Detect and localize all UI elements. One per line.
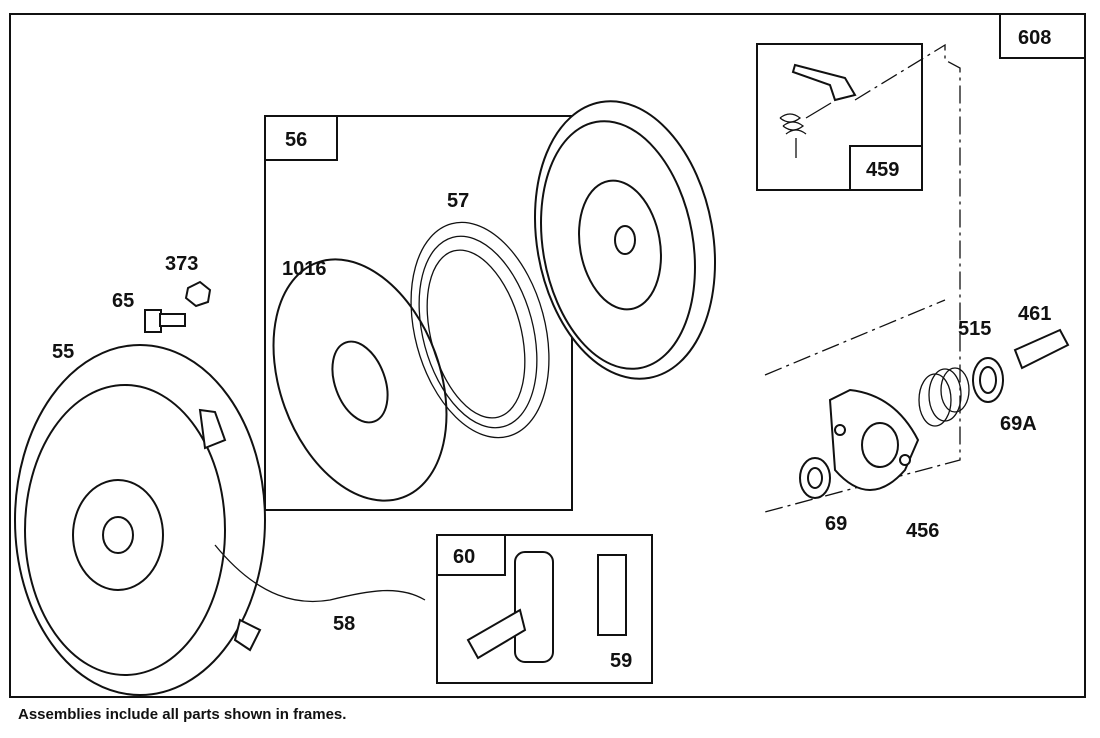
- washer-1016: [272, 258, 448, 502]
- label-373: 373: [165, 253, 198, 275]
- label-69A: 69A: [1000, 413, 1037, 435]
- label-box-608: [999, 13, 1086, 59]
- assembly-frame-608: [9, 13, 1086, 698]
- spring-57: [410, 221, 550, 439]
- label-515: 515: [958, 318, 991, 340]
- nut-373: [184, 280, 212, 308]
- label-box-56: [264, 115, 338, 161]
- pin-461: [1013, 328, 1070, 370]
- label-59: 59: [610, 650, 632, 672]
- label-60: 60: [453, 546, 475, 568]
- footer-note: Assemblies include all parts shown in fr…: [18, 706, 347, 723]
- washer-69: [799, 457, 831, 499]
- assembly-frame-459: [756, 43, 923, 191]
- handle-60: [466, 551, 554, 663]
- label-69: 69: [825, 513, 847, 535]
- label-1016: 1016: [282, 258, 327, 280]
- cam-456: [828, 388, 920, 491]
- label-58: 58: [333, 613, 355, 635]
- label-56: 56: [285, 129, 307, 151]
- washer-515: [972, 357, 1004, 403]
- label-57: 57: [447, 190, 469, 212]
- assembly-frame-60: [436, 534, 653, 684]
- label-55: 55: [52, 341, 74, 363]
- rope-58: [214, 544, 426, 603]
- label-box-60: [436, 534, 506, 576]
- insert-59: [597, 554, 627, 636]
- label-456: 456: [906, 520, 939, 542]
- pulley: [533, 100, 717, 380]
- label-box-459: [849, 145, 923, 191]
- bolt-65: [144, 309, 186, 333]
- spring: [918, 367, 970, 427]
- label-459: 459: [866, 159, 899, 181]
- label-461: 461: [1018, 303, 1051, 325]
- starter-housing-55: [14, 344, 266, 696]
- dash-dot-assembly-line: [764, 43, 961, 513]
- label-65: 65: [112, 290, 134, 312]
- label-608: 608: [1018, 27, 1051, 49]
- pawl-spring: [779, 63, 857, 158]
